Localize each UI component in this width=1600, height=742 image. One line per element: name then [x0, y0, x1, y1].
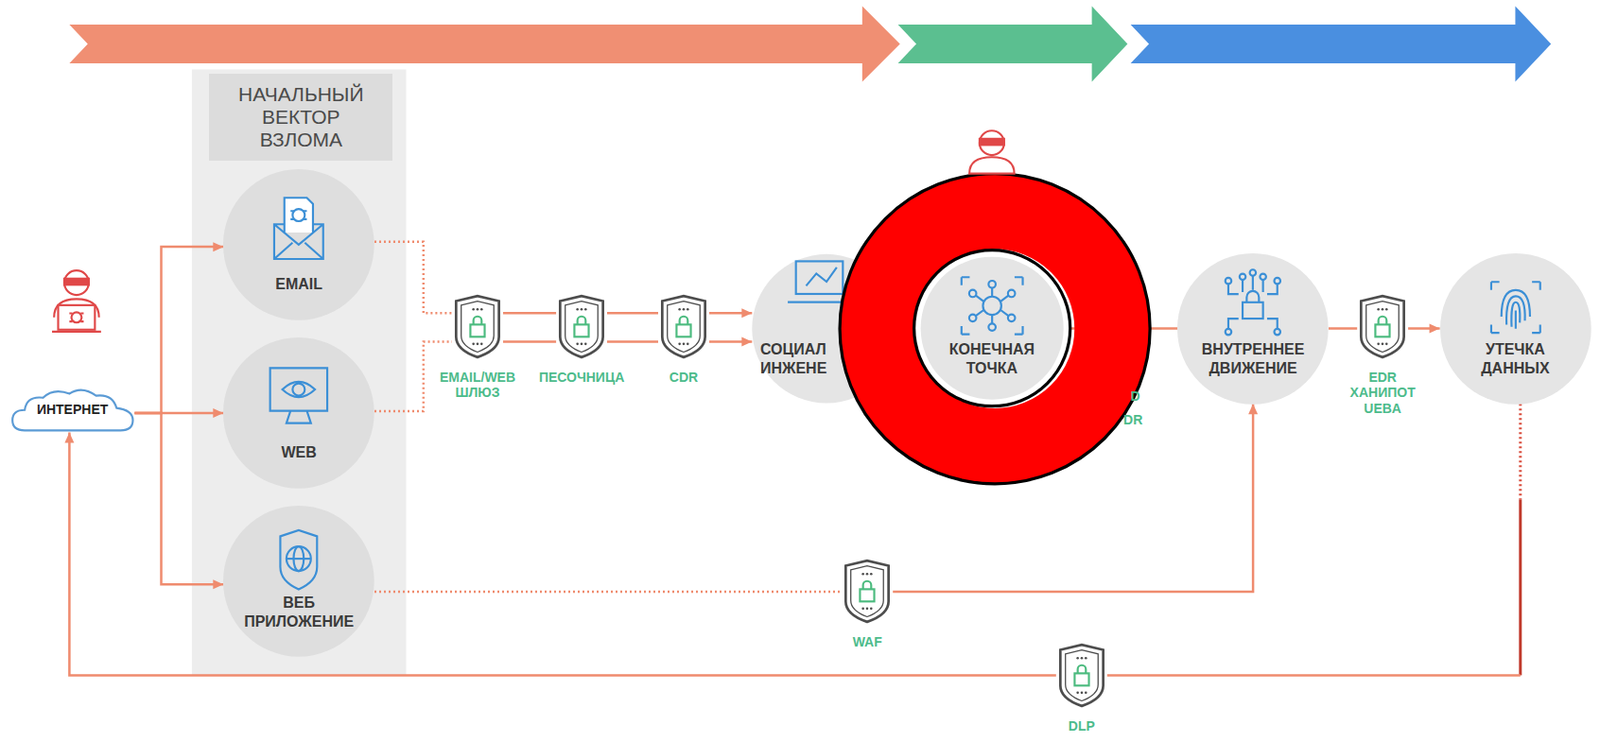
circle-outline [223, 337, 375, 489]
shield-outline [1356, 294, 1409, 360]
connector [64, 433, 1056, 677]
connector-line [1518, 500, 1522, 677]
connector [374, 242, 453, 314]
shield-outline [658, 294, 710, 360]
connector-line [607, 312, 659, 315]
stage-circle: ВНУТРЕННЕЕ ДВИЖЕНИЕ [1177, 253, 1329, 405]
stage-label: ВЕБ ПРИЛОЖЕНИЕ [237, 593, 360, 632]
arrow-head [64, 433, 74, 444]
circle-outline [1177, 253, 1329, 405]
stage-label: ВНУТРЕННЕЕ ДВИЖЕНИЕ [1191, 340, 1314, 379]
shield-outline [1056, 643, 1108, 709]
stage-label: EMAIL [237, 275, 360, 295]
highlight-ring [877, 211, 1113, 447]
connector-line [503, 340, 557, 344]
control-shield: WAF [841, 558, 893, 625]
arrow-head [212, 242, 224, 252]
connector [503, 313, 557, 342]
arrow-head [1429, 323, 1441, 333]
arrow-head [212, 408, 224, 418]
control-shield: EDR ХАНИПОТ UEBA [1356, 294, 1409, 360]
connector-line [69, 433, 1056, 677]
connector-line [134, 246, 224, 414]
stage-circle: СОЦИАЛ ИНЖЕНЕ [751, 254, 902, 404]
control-shield: EMAIL/WEB ШЛЮЗ [452, 294, 504, 360]
phase-arrow [1130, 5, 1552, 82]
stage-label: УТЕЧКА ДАННЫХ [1454, 340, 1577, 379]
connector [1107, 403, 1521, 676]
laptop-icon [787, 260, 852, 302]
panel-heading: НАЧАЛЬНЫЙ ВЕКТОР ВЗЛОМА [208, 73, 393, 162]
control-label: EMAIL/WEB ШЛЮЗ [431, 369, 523, 402]
shield-outline [452, 294, 504, 360]
control-label: DLP [1050, 718, 1113, 735]
internet-cloud: ИНТЕРНЕТ [10, 387, 136, 433]
ring-edge [839, 173, 1150, 485]
stage-circle: EMAIL [223, 169, 375, 321]
arrow-head [741, 336, 752, 347]
control-label: ПЕСОЧНИЦА [530, 369, 633, 386]
connector-line [134, 413, 224, 585]
connector-line [374, 591, 842, 594]
control-label: CDR [653, 369, 715, 386]
connector [1328, 328, 1357, 330]
circle-outline [223, 505, 375, 658]
stage-label: WEB [237, 443, 360, 463]
circle-outline [223, 169, 375, 321]
partial-label: D [1130, 388, 1141, 404]
vector-panel: НАЧАЛЬНЫЙ ВЕКТОР ВЗЛОМА EMAIL WEB ВЕБ ПРИЛО… [191, 69, 407, 676]
control-shield: DLP [1056, 643, 1108, 709]
connector-line [1107, 674, 1521, 678]
connector-line [1518, 403, 1522, 501]
stage-label: СОЦИАЛ ИНЖЕНЕ [760, 340, 836, 379]
control-label: EDR ХАНИПОТ UEBA [1346, 369, 1419, 418]
connector [607, 313, 659, 342]
connector [134, 413, 224, 590]
circle-outline [1440, 253, 1592, 405]
circle-outline [912, 248, 1072, 408]
connector [1408, 323, 1441, 333]
connector [134, 242, 224, 414]
control-shield: CDR [658, 294, 710, 360]
phase-arrow [898, 5, 1129, 82]
stage-circle: КОНЕЧНАЯ ТОЧКА [912, 248, 1072, 408]
connector-line [607, 340, 659, 344]
arrow-head [1248, 403, 1258, 415]
arrow-head [741, 308, 752, 318]
stage-circle: ВЕБ ПРИЛОЖЕНИЕ [223, 505, 375, 658]
control-shield: ПЕСОЧНИЦА [556, 294, 608, 360]
control-label: WAF [836, 634, 899, 651]
connector [374, 591, 842, 592]
connector-line [1328, 327, 1357, 331]
partial-label: DR [1123, 412, 1143, 428]
circle-outline [751, 254, 902, 404]
cloud-label: ИНТЕРНЕТ [10, 401, 136, 418]
connector-line [503, 312, 557, 315]
hacker-icon [969, 130, 1014, 174]
stage-label: КОНЕЧНАЯ ТОЧКА [930, 340, 1053, 379]
vector-panel [191, 69, 407, 676]
stage-circle: УТЕЧКА ДАННЫХ [1440, 253, 1592, 405]
connector-line [374, 242, 453, 314]
hacker-icon [52, 270, 102, 332]
shield-outline [841, 558, 893, 625]
stage-circle: WEB [223, 337, 375, 489]
arrow-head [212, 579, 224, 590]
shield-outline [556, 294, 608, 360]
connector [709, 308, 752, 347]
